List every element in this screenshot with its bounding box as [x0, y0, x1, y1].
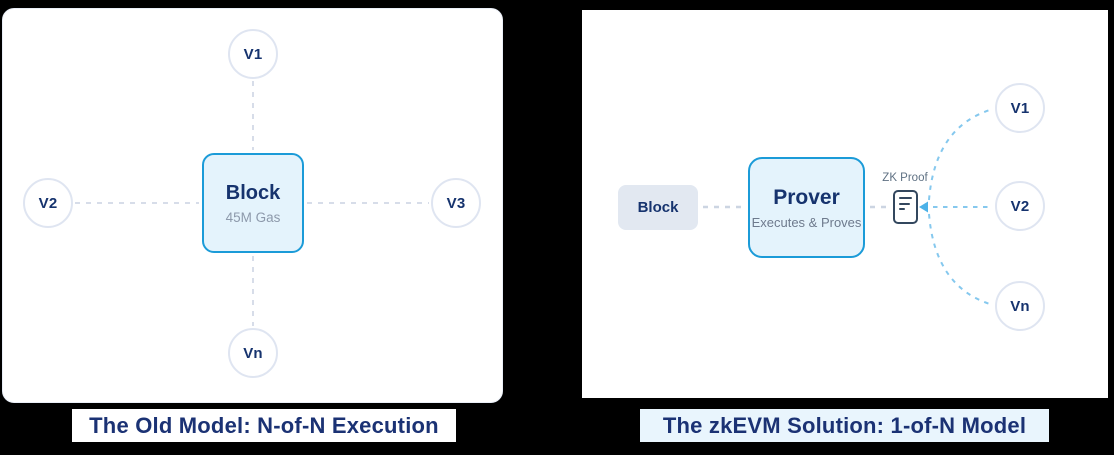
- validator-label: V1: [1010, 99, 1030, 117]
- block-input-node: Block: [618, 185, 698, 230]
- doc-line: [899, 208, 905, 210]
- validator-node-vn: Vn: [995, 281, 1045, 331]
- doc-line: [899, 202, 910, 205]
- doc-line: [899, 197, 912, 199]
- validator-label: V2: [38, 194, 58, 212]
- zk-proof-label: ZK Proof: [882, 172, 928, 184]
- prover-node-subtitle: Executes & Proves: [751, 214, 862, 230]
- block-node-subtitle: 45M Gas: [225, 209, 281, 225]
- validator-label: V2: [1010, 197, 1030, 215]
- validator-node-v1: V1: [995, 83, 1045, 133]
- zkevm-solution-caption: The zkEVM Solution: 1-of-N Model: [640, 409, 1049, 442]
- validator-node-v3: V3: [431, 178, 481, 228]
- old-model-panel: Block 45M Gas V1 V2 V3 Vn: [2, 8, 503, 403]
- fanout-arrowhead-icon: [919, 201, 928, 213]
- validator-node-v2: V2: [995, 181, 1045, 231]
- old-model-caption: The Old Model: N-of-N Execution: [72, 409, 456, 442]
- connector-proof-to-vn: [928, 213, 994, 306]
- block-input-label: Block: [637, 199, 679, 216]
- prover-node: Prover Executes & Proves: [748, 157, 865, 258]
- zk-proof-document-icon: [893, 190, 918, 224]
- validator-node-v1: V1: [228, 29, 278, 79]
- validator-node-vn: Vn: [228, 328, 278, 378]
- block-node: Block 45M Gas: [202, 153, 304, 253]
- validator-node-v2: V2: [23, 178, 73, 228]
- validator-label: V3: [446, 194, 466, 212]
- validator-label: Vn: [243, 344, 263, 362]
- old-model-connector-lines: [75, 81, 429, 326]
- block-node-title: Block: [225, 181, 281, 204]
- validator-label: Vn: [1010, 297, 1030, 315]
- zkevm-connector-lines: [703, 108, 994, 306]
- zkevm-solution-panel: Block Prover Executes & Proves ZK Proof …: [582, 10, 1108, 398]
- validator-label: V1: [243, 45, 263, 63]
- prover-node-title: Prover: [773, 185, 840, 209]
- connector-proof-to-v1: [928, 108, 994, 201]
